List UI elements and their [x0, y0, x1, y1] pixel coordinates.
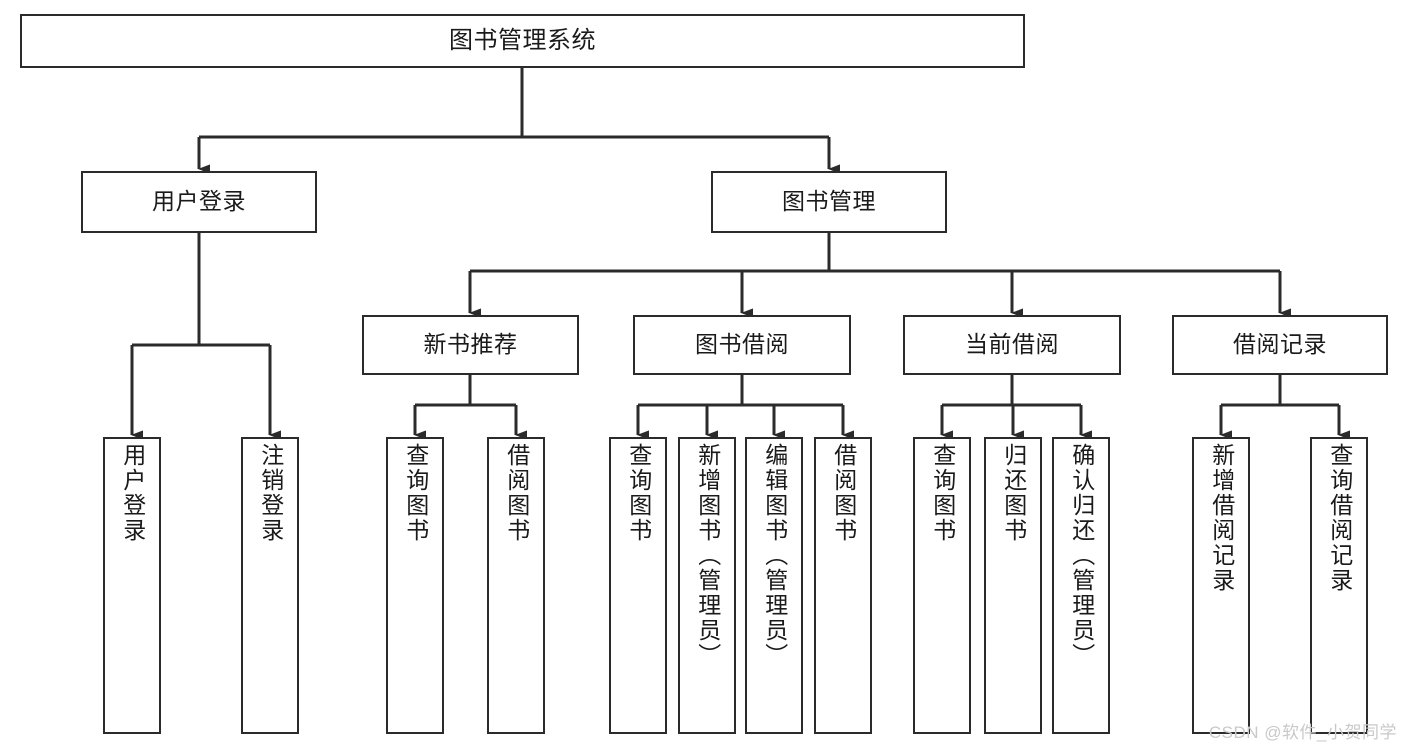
- node-label: 借阅图书: [830, 443, 857, 543]
- node-label: 当前借阅: [965, 331, 1059, 358]
- node-leaf-0[interactable]: 用户登录: [103, 437, 161, 734]
- node-leaf-9[interactable]: 归还图书: [984, 437, 1042, 734]
- node-leaf-8[interactable]: 查询图书: [913, 437, 971, 734]
- node-label: 新增图书（管理员）: [694, 443, 721, 668]
- node-label: 图书管理: [782, 188, 876, 215]
- node-leaf-4[interactable]: 查询图书: [609, 437, 667, 734]
- node-leaf-6[interactable]: 编辑图书（管理员）: [745, 437, 803, 734]
- node-label: 用户登录: [119, 443, 146, 543]
- node-label: 查询图书: [625, 443, 652, 543]
- node-level3-1[interactable]: 图书借阅: [633, 315, 851, 375]
- node-leaf-11[interactable]: 新增借阅记录: [1192, 437, 1250, 734]
- node-label: 查询借阅记录: [1326, 443, 1353, 593]
- node-leaf-2[interactable]: 查询图书: [386, 437, 444, 734]
- node-root-system[interactable]: 图书管理系统: [20, 14, 1025, 68]
- node-label: 借阅图书: [503, 443, 530, 543]
- node-label: 归还图书: [1000, 443, 1027, 543]
- node-label: 注销登录: [257, 443, 284, 543]
- node-level2-1[interactable]: 图书管理: [711, 171, 947, 233]
- watermark-text: CSDN @软件_小贺同学: [1208, 723, 1397, 742]
- node-label: 查询图书: [402, 443, 429, 543]
- node-label: 新增借阅记录: [1208, 443, 1235, 593]
- node-leaf-3[interactable]: 借阅图书: [487, 437, 545, 734]
- node-level3-3[interactable]: 借阅记录: [1172, 315, 1388, 375]
- node-leaf-12[interactable]: 查询借阅记录: [1310, 437, 1368, 734]
- node-label: 查询图书: [929, 443, 956, 543]
- node-level3-2[interactable]: 当前借阅: [903, 315, 1121, 375]
- node-label: 新书推荐: [423, 331, 518, 358]
- node-level2-0[interactable]: 用户登录: [81, 171, 317, 233]
- node-label: 图书借阅: [695, 331, 789, 358]
- node-label: 借阅记录: [1233, 331, 1327, 358]
- node-label: 用户登录: [152, 188, 246, 215]
- node-label: 确认归还（管理员）: [1068, 443, 1095, 668]
- node-label: 图书管理系统: [449, 26, 596, 54]
- node-leaf-5[interactable]: 新增图书（管理员）: [678, 437, 736, 734]
- node-leaf-10[interactable]: 确认归还（管理员）: [1052, 437, 1110, 734]
- node-leaf-1[interactable]: 注销登录: [241, 437, 299, 734]
- node-label: 编辑图书（管理员）: [761, 443, 788, 668]
- node-leaf-7[interactable]: 借阅图书: [814, 437, 872, 734]
- node-level3-0[interactable]: 新书推荐: [362, 315, 579, 375]
